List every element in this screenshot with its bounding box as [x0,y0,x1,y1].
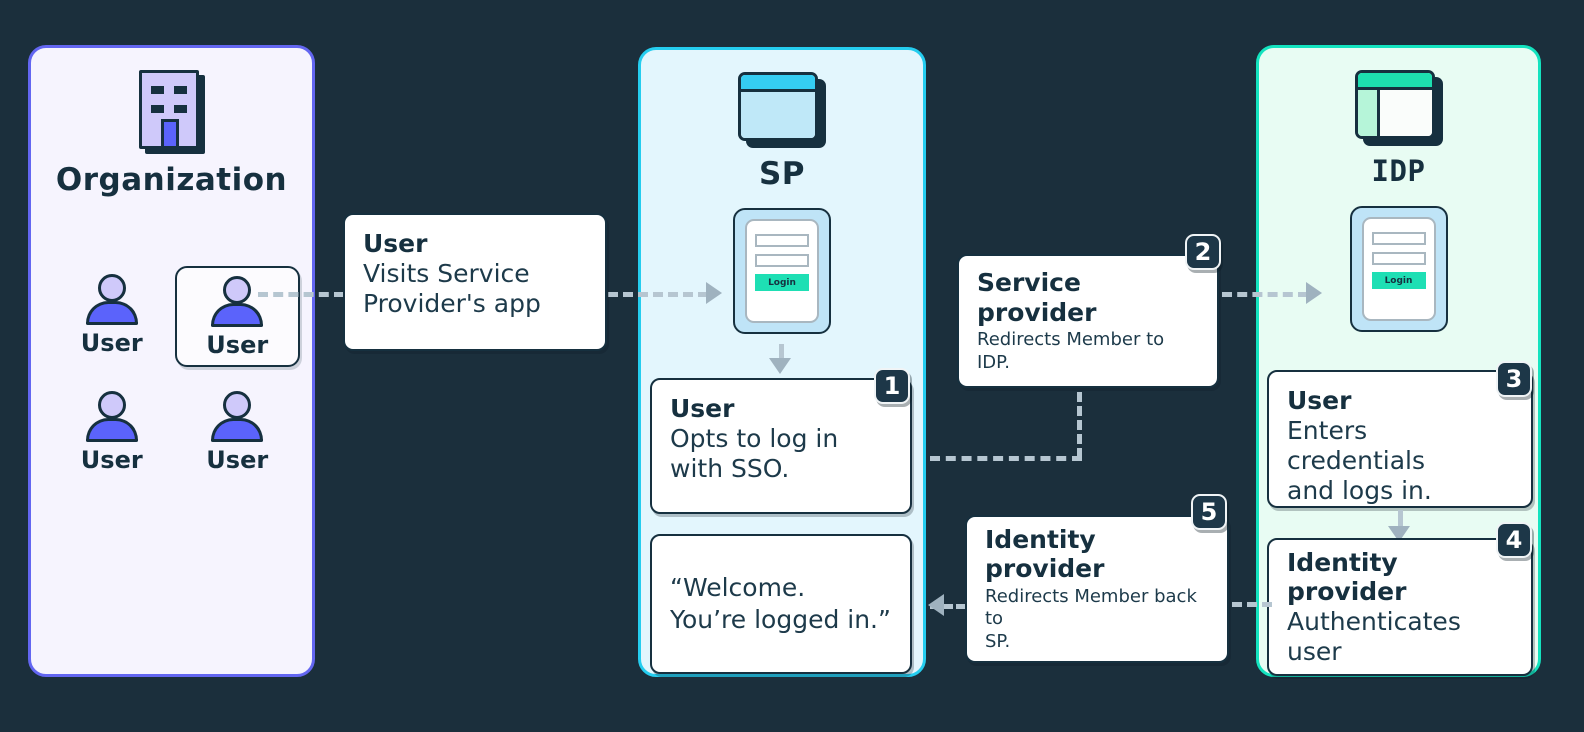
step-badge-3: 3 [1496,361,1532,397]
card-body: Redirects Member to IDP. [977,329,1165,373]
connector-visit-to-sp-arrowhead [706,282,722,304]
card-user-visits-sp: User Visits Service Provider's app [343,213,607,351]
browser-window-icon [738,72,826,148]
user-avatar-icon [82,274,142,326]
card-idp-authenticates: Identity provider Authenticates user [1267,538,1533,676]
card-user-enters-credentials: User Enters credentials and logs in. [1267,370,1533,508]
user-avatar-icon [207,276,267,328]
idp-title: IDP [1371,154,1426,188]
card-title: Service provider [977,268,1097,327]
connector-redirect-to-idp-arrowhead [1306,282,1322,304]
step-badge-5: 5 [1191,494,1227,530]
card-user-opts-sso: User Opts to log in with SSO. [650,378,912,514]
login-field[interactable] [1371,252,1426,265]
card-sp-redirects-to-idp: Service provider Redirects Member to IDP… [957,254,1219,388]
sp-down-connector [779,344,784,358]
login-field[interactable] [755,254,809,267]
user-tile-label: User [80,446,143,474]
login-button[interactable]: Login [1371,272,1426,289]
user-tile-label: User [206,331,269,359]
connector-redirect-to-idp [1222,292,1308,297]
organization-user-grid: User User User User [49,266,300,480]
login-field[interactable] [755,234,809,247]
connector-visit-to-sp [608,292,708,297]
card-quote: “Welcome. You’re logged in.” [670,573,891,634]
step-badge-2: 2 [1185,234,1221,270]
user-avatar-icon [82,391,142,443]
card-title: User [1287,386,1352,415]
user-avatar-icon [207,391,267,443]
idp-login-form-mock[interactable]: Login [1349,206,1448,332]
sp-header: SP [641,72,923,192]
identity-provider-panel: IDP Login User Enters credentials and lo… [1256,45,1541,677]
card-title: Identity provider [985,524,1105,584]
card-body: Redirects Member back to SP. [985,585,1197,652]
service-provider-panel: SP Login User Opts to log in with SSO. 1… [638,47,926,677]
sp-title: SP [758,156,806,192]
idp-header: IDP [1259,70,1538,188]
card-body: Opts to log in with SSO. [670,423,839,483]
card-welcome-logged-in: “Welcome. You’re logged in.” [650,534,912,674]
user-tile[interactable]: User [49,266,175,367]
sp-down-arrowhead [769,358,791,374]
connector-org-to-visit [258,292,344,297]
card-title: User [363,229,428,258]
connector-redirect-back-to-sp [930,604,966,609]
connector-sp-to-redirect-h [930,456,1082,461]
card-title: User [670,394,735,423]
card-body: Authenticates user [1287,606,1461,666]
card-body: Visits Service Provider's app [363,258,541,318]
step-badge-4: 4 [1496,522,1532,558]
organization-title: Organization [55,162,288,198]
user-tile[interactable]: User [175,383,301,480]
connector-sp-to-redirect-v [1077,392,1082,458]
connector-redirect-back-arrowhead [928,594,944,616]
organization-panel: Organization User User User User [28,45,315,677]
login-button[interactable]: Login [755,274,809,291]
user-tile-label: User [206,446,269,474]
user-tile[interactable]: User [49,383,175,480]
card-body: Enters credentials and logs in. [1287,415,1432,505]
browser-window-sidebar-icon [1354,70,1443,146]
user-tile-selected[interactable]: User [174,266,300,367]
connector-idp-to-redirect-back [1232,602,1272,607]
idp-down-connector [1398,510,1403,526]
card-title: Identity provider [1287,547,1407,607]
organization-header: Organization [31,70,312,198]
user-tile-label: User [80,329,143,357]
step-badge-1: 1 [874,368,910,404]
login-field[interactable] [1371,232,1426,245]
sp-login-form-mock[interactable]: Login [733,208,831,334]
building-icon [138,70,205,154]
card-idp-redirects-back: Identity provider Redirects Member back … [965,515,1229,663]
